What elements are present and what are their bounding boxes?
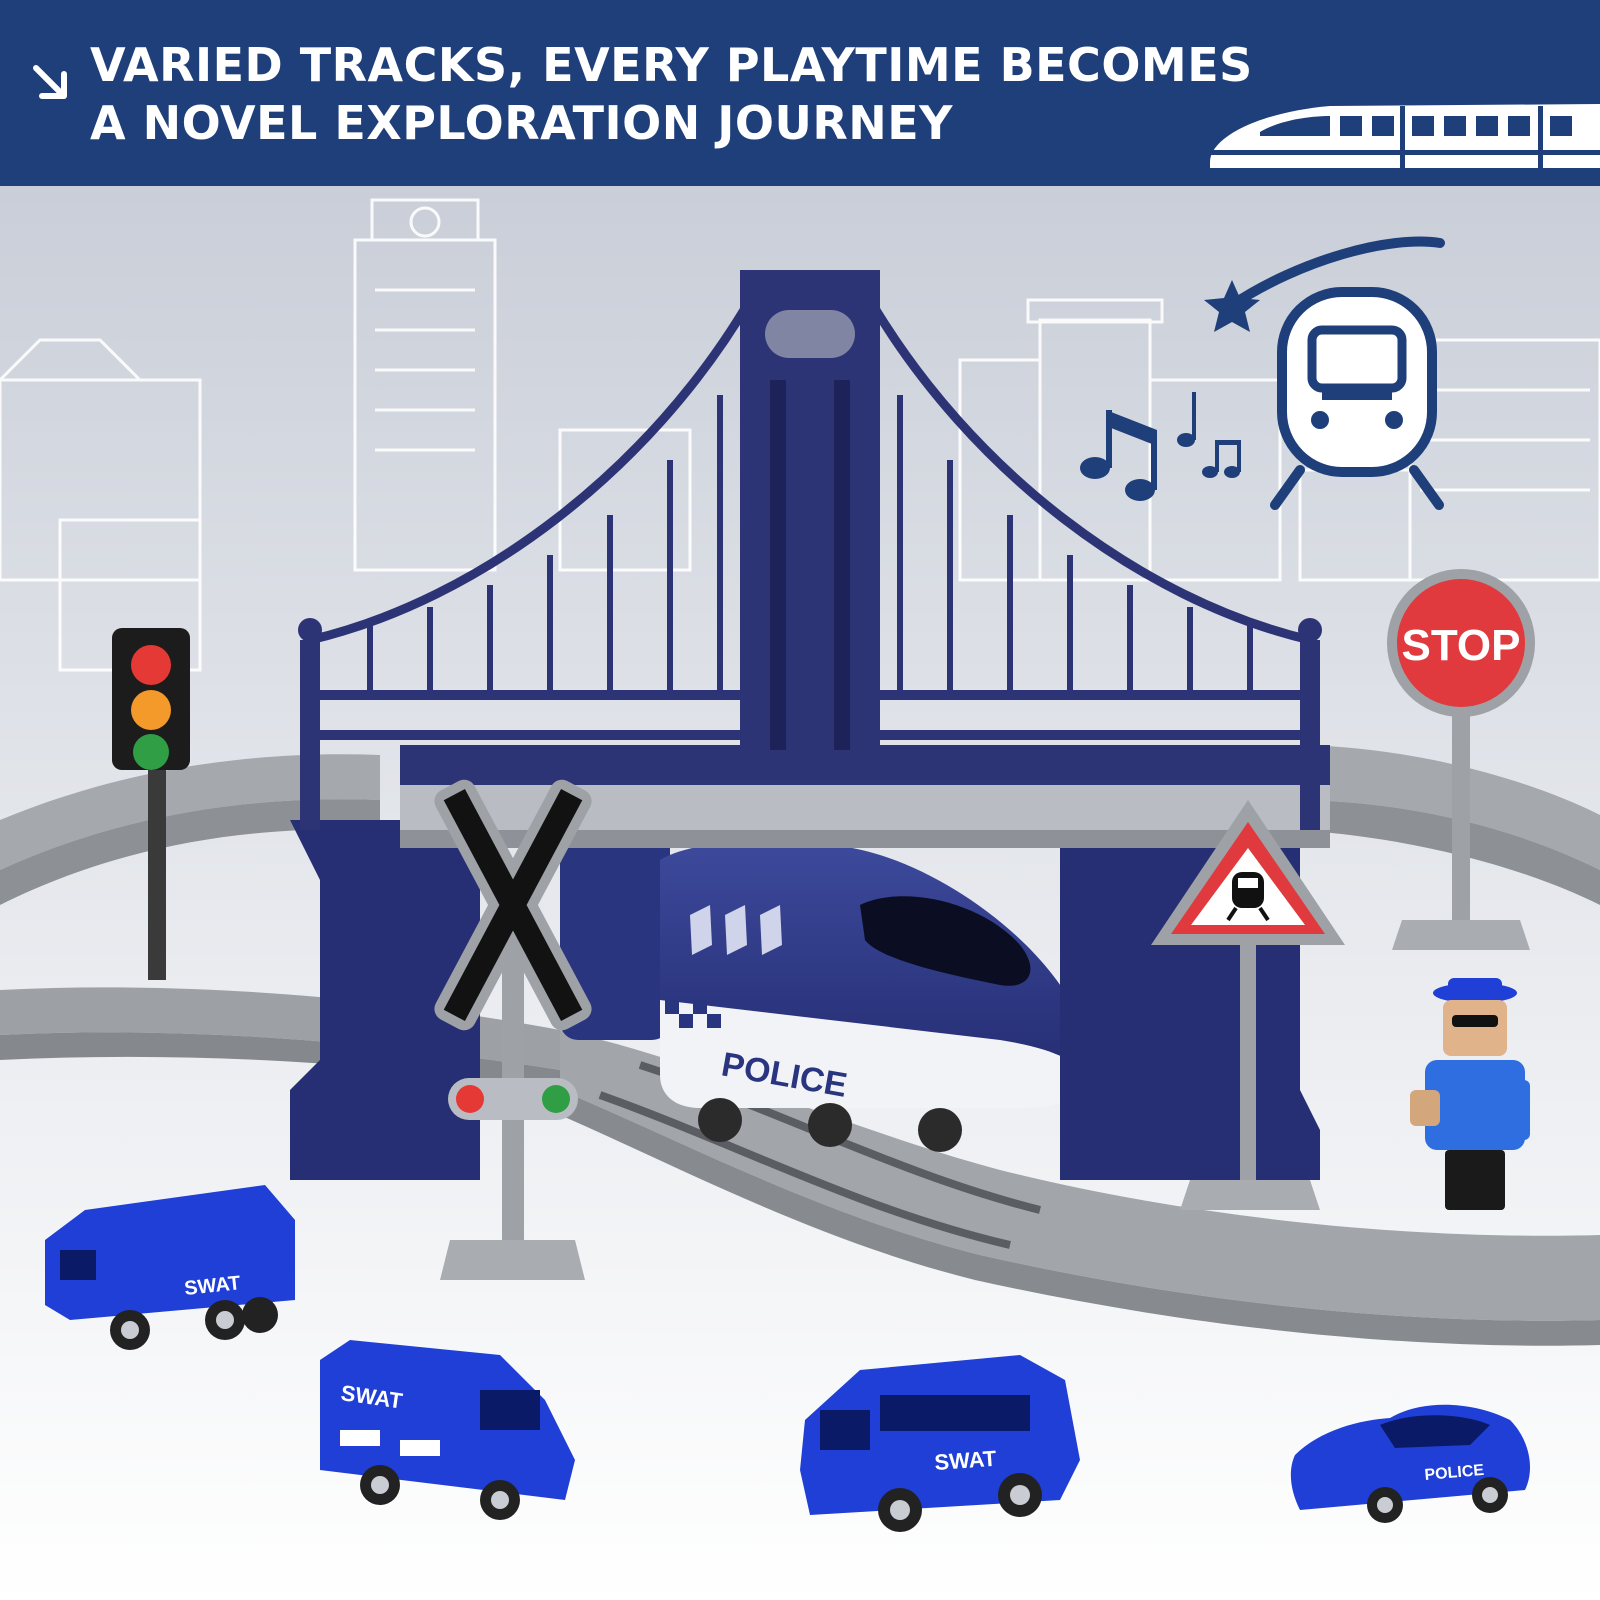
swat-van bbox=[800, 1355, 1080, 1532]
arrow-down-right-icon bbox=[33, 65, 67, 99]
headline: VARIED TRACKS, EVERY PLAYTIME BECOMES A … bbox=[30, 36, 1253, 152]
swat-truck-2 bbox=[320, 1340, 575, 1520]
train-front-icon bbox=[1270, 287, 1444, 510]
swat-truck-1 bbox=[45, 1185, 295, 1350]
police-train bbox=[560, 830, 1085, 1152]
header-banner: VARIED TRACKS, EVERY PLAYTIME BECOMES A … bbox=[0, 0, 1600, 186]
headline-line-1: VARIED TRACKS, EVERY PLAYTIME BECOMES bbox=[90, 38, 1253, 92]
stop-sign bbox=[1387, 569, 1535, 950]
train-warning-sign-icon bbox=[1151, 800, 1345, 1210]
city-skyline bbox=[0, 198, 1600, 672]
shooting-star-icon bbox=[1204, 236, 1445, 332]
car-label: POLICE bbox=[1424, 1462, 1485, 1484]
elevated-track bbox=[0, 745, 1600, 905]
railroad-crossing-icon bbox=[434, 779, 592, 1280]
traffic-light-icon bbox=[112, 628, 190, 980]
stop-sign-label: STOP bbox=[1401, 621, 1520, 670]
high-speed-train-icon bbox=[1210, 104, 1600, 168]
van-label: SWAT bbox=[934, 1446, 998, 1475]
police-car bbox=[1290, 1404, 1530, 1523]
police-figure-icon bbox=[1410, 978, 1530, 1210]
headline-line-2: A NOVEL EXPLORATION JOURNEY bbox=[90, 96, 953, 150]
music-notes-icon bbox=[1080, 392, 1241, 501]
